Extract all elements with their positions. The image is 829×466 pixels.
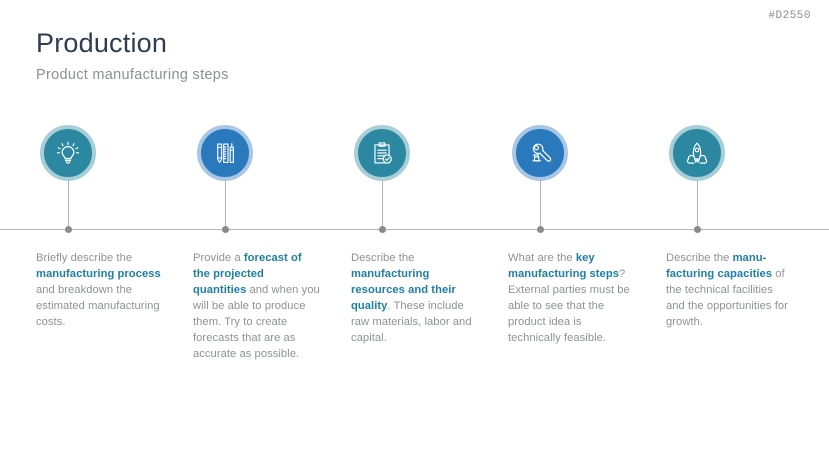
body-text: Describe the [351,252,415,264]
step-description-2: Provide a forecast of the projected quan… [193,250,320,362]
wrench-bolt-icon [525,138,555,168]
highlight-text: manufacturing process [36,268,161,280]
body-text: . These include raw materials, labor and… [351,300,472,344]
axis-dot-4 [536,226,544,233]
axis-dot-2 [221,226,229,233]
timeline-node-3 [304,125,461,235]
icon-circle-5[interactable] [669,125,725,181]
icon-circle-1[interactable] [40,125,96,181]
body-text: and breakdown the estimated manufacturin… [36,284,160,328]
highlight-text: manu-facturing capacities [666,252,773,280]
highlight-text: manufacturing resources and their qualit… [351,268,456,312]
body-text: Provide a [193,252,244,264]
icon-circle-3[interactable] [354,125,410,181]
connector-stem-5 [696,181,698,230]
connector-stem-3 [381,181,383,230]
timeline-node-5 [619,125,776,235]
connector-stem-4 [539,181,541,230]
step-description-5: Describe the manu-facturing capacities o… [666,250,793,330]
axis-dot-3 [378,226,386,233]
lightbulb-icon [53,138,83,168]
page-title: Production [36,28,168,58]
axis-dot-1 [64,226,72,233]
clipboard-check-icon [367,138,397,168]
body-text: What are the [508,252,576,264]
step-description-3: Describe the manufacturing resources and… [351,250,478,346]
highlight-text: key manufacturing steps [508,252,619,280]
icon-circle-2[interactable] [197,125,253,181]
step-description-1: Briefly describe the manufacturing proce… [36,250,163,330]
body-text: ? External parties must be able to see t… [508,268,630,344]
timeline-axis [0,229,829,230]
step-description-4: What are the key manufacturing steps? Ex… [508,250,635,346]
body-text: and when you will be able to produce the… [193,284,320,360]
drafting-tools-icon [210,138,240,168]
axis-dot-5 [693,226,701,233]
icon-circle-4[interactable] [512,125,568,181]
timeline-node-4 [462,125,619,235]
page-subtitle: Product manufacturing steps [36,67,229,83]
document-code: #D2550 [768,10,811,22]
connector-stem-1 [67,181,69,230]
body-text: Briefly describe the [36,252,133,264]
timeline-node-1 [0,125,147,235]
body-text: of the technical facilities and the oppo… [666,268,788,328]
connector-stem-2 [224,181,226,230]
body-text: Describe the [666,252,733,264]
highlight-text: forecast of the projected quantities [193,252,302,296]
timeline-node-2 [147,125,304,235]
rocket-launch-icon [682,138,712,168]
